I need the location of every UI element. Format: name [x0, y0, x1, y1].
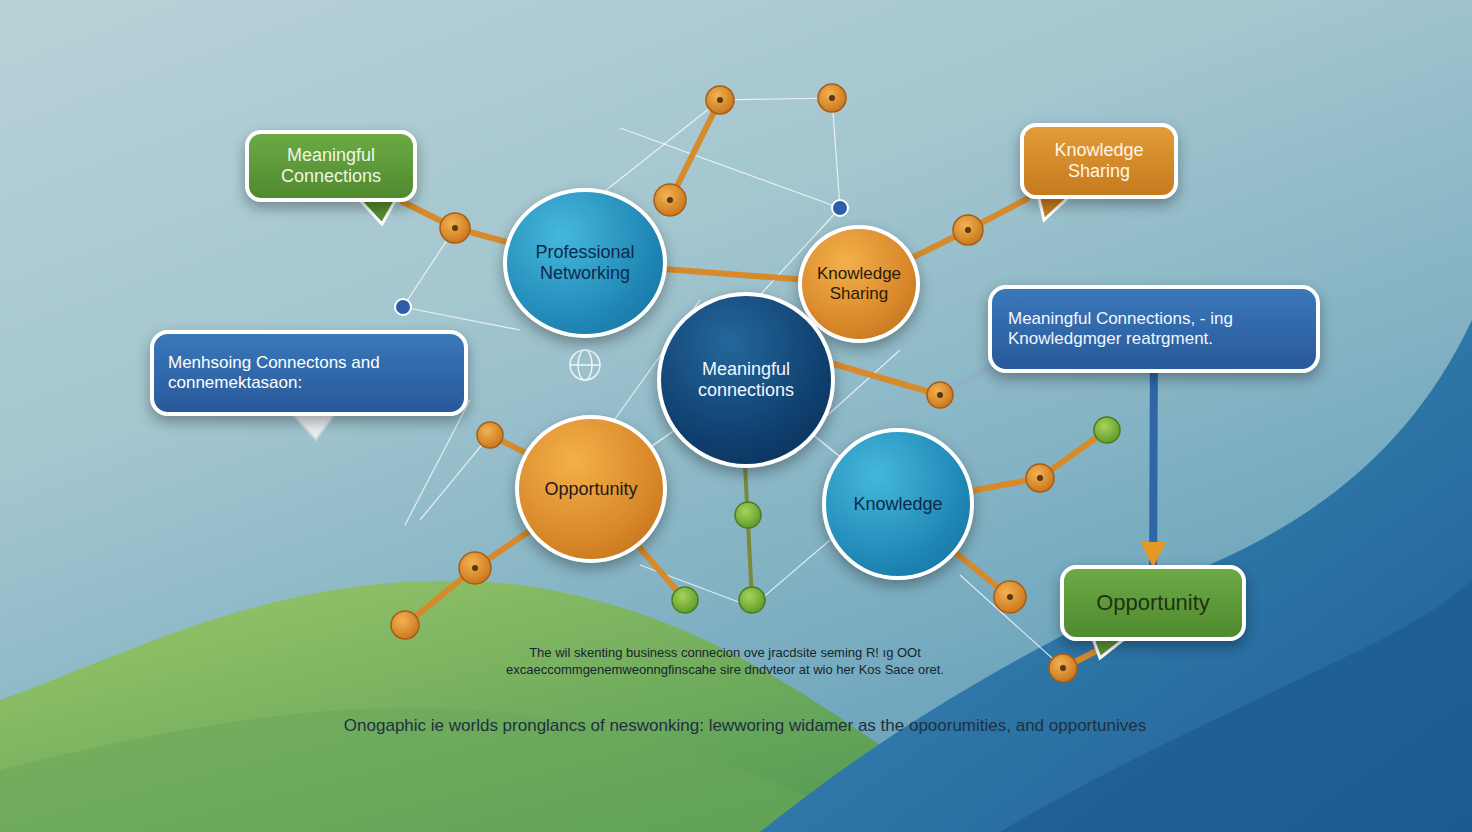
node-text: Meaningful Connections, - ing Knowledgmg… — [1008, 309, 1300, 348]
network-line — [403, 307, 520, 330]
topic-circle: Opportunity — [515, 415, 667, 563]
node-text: Meaningful Connections — [256, 145, 406, 186]
node-text: Opportunity — [1096, 590, 1210, 615]
connector-spoke — [1063, 645, 1108, 668]
green-wave — [0, 581, 1000, 832]
network-line — [960, 575, 1063, 668]
network-dot — [477, 422, 503, 448]
speech-bubble: Opportunity — [1060, 565, 1246, 641]
network-dot — [818, 84, 846, 112]
dot-mark — [1060, 665, 1066, 671]
globe-icon — [570, 350, 600, 380]
network-dot — [1026, 464, 1054, 492]
connector-line — [913, 199, 1027, 257]
network-dot — [672, 587, 698, 613]
connector-spoke — [745, 465, 752, 600]
dot-mark — [1007, 594, 1013, 600]
network-dot — [927, 382, 953, 408]
speech-bubble: Meaningful Connections — [245, 130, 417, 202]
topic-circle: Knowledge — [822, 428, 974, 580]
network-line — [420, 435, 490, 520]
node-text: Professional Networking — [515, 242, 655, 283]
connector-spoke — [1040, 430, 1107, 478]
dot-mark — [937, 392, 943, 398]
connector-line — [667, 269, 798, 279]
blue-wave — [760, 320, 1472, 832]
network-dot — [994, 581, 1026, 613]
speech-bubble: Menhsoing Connectons and connemektasaon: — [150, 330, 468, 416]
node-text: Knowledge Sharing — [1039, 140, 1159, 181]
node-text: Meaningful connections — [684, 359, 808, 400]
network-line — [620, 128, 840, 208]
globe-icon — [570, 364, 600, 366]
dot-mark — [717, 97, 723, 103]
dot-mark — [452, 225, 458, 231]
dot-mark — [1037, 475, 1043, 481]
network-dot — [440, 213, 470, 243]
dot-mark — [965, 227, 971, 233]
node-text: Menhsoing Connectons and connemektasaon: — [168, 353, 450, 392]
network-line — [720, 98, 832, 100]
topic-circle: Professional Networking — [503, 188, 667, 338]
caption-text: Onogaphic ie worlds pronglancs of neswon… — [295, 717, 1195, 736]
network-dot — [395, 299, 411, 315]
network-dot — [391, 611, 419, 639]
network-dot — [1049, 654, 1077, 682]
connector-spoke — [820, 360, 940, 395]
network-dot — [735, 502, 761, 528]
network-line — [832, 98, 840, 208]
node-text: Opportunity — [544, 479, 637, 500]
note-text: The wil skenting business connecion ove … — [505, 645, 945, 679]
network-dot — [459, 552, 491, 584]
network-dot — [832, 200, 848, 216]
connector-spoke — [670, 100, 720, 200]
dot-mark — [472, 565, 478, 571]
globe-icon — [578, 350, 592, 380]
network-line — [403, 228, 455, 307]
speech-bubble: Meaningful Connections, - ing Knowledgmg… — [988, 285, 1320, 373]
dot-mark — [667, 197, 673, 203]
connector-line — [653, 431, 674, 446]
connector-spoke — [405, 568, 475, 625]
network-dot — [953, 215, 983, 245]
network-line — [760, 540, 830, 600]
node-text: Knowledge — [853, 494, 942, 515]
connector-spoke — [940, 362, 1000, 395]
connector-line — [815, 436, 839, 456]
network-line — [405, 400, 470, 525]
dot-mark — [829, 95, 835, 101]
connector-line — [403, 202, 506, 242]
network-dot — [1094, 417, 1120, 443]
network-dot — [654, 184, 686, 216]
network-line — [640, 565, 760, 610]
node-text: Knowledge Sharing — [807, 264, 911, 303]
network-dot — [706, 86, 734, 114]
speech-bubble: Knowledge Sharing — [1020, 123, 1178, 199]
network-line — [600, 100, 720, 195]
connector-line — [1149, 373, 1158, 565]
network-dot — [739, 587, 765, 613]
hub-circle: Meaningful connections — [657, 292, 835, 468]
